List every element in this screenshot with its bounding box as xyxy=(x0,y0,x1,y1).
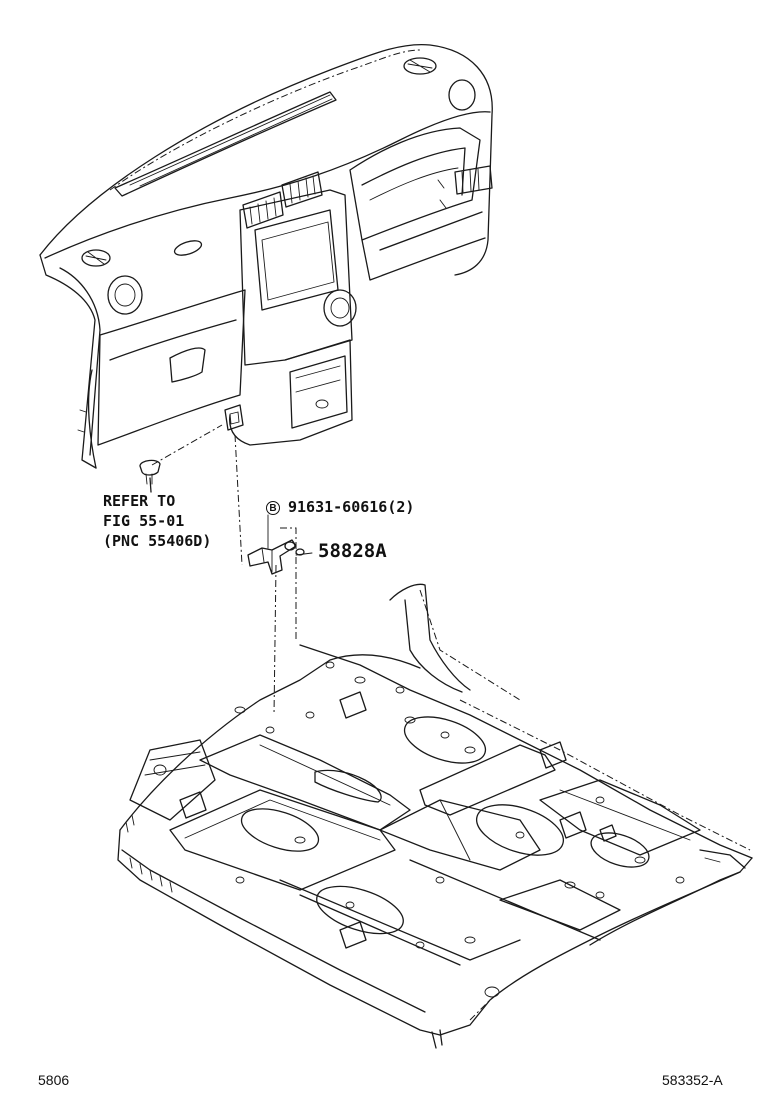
leader-lines xyxy=(234,434,313,716)
bolt-marker-icon: B xyxy=(266,501,280,515)
figure-number: 5806 xyxy=(38,1072,70,1088)
bracket-part xyxy=(247,539,305,575)
refer-to-label: REFER TO xyxy=(103,492,176,510)
bracket-part-number: 58828A xyxy=(318,540,387,562)
bolt-part-number: 91631-60616(2) xyxy=(288,498,415,516)
refer-figure-label: FIG 55-01 xyxy=(103,512,185,530)
instrument-panel xyxy=(39,43,493,469)
clip-part xyxy=(139,424,223,493)
illustration-id: 583352-A xyxy=(662,1072,723,1088)
floor-pan xyxy=(117,583,753,1049)
refer-pnc-label: (PNC 55406D) xyxy=(103,532,212,550)
